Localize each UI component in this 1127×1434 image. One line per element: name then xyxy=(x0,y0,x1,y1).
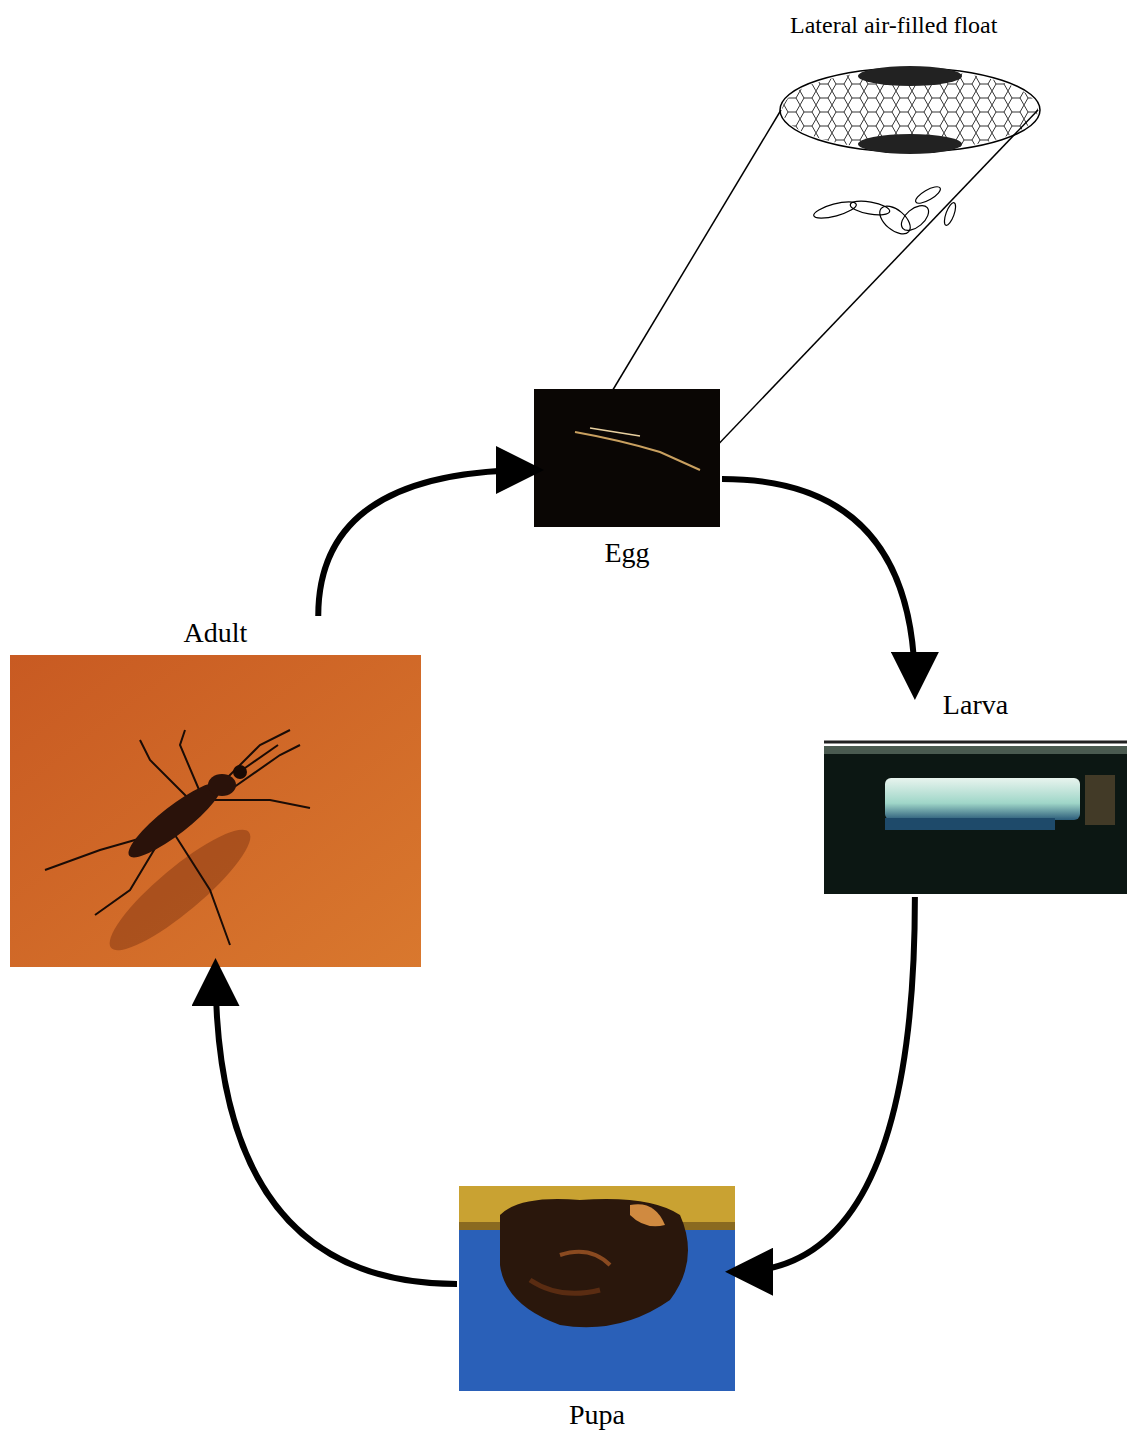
part-label: Lateral air-filled float xyxy=(790,12,997,38)
cycle-arrow xyxy=(737,897,915,1272)
leader-line xyxy=(688,110,1038,476)
stage-label: Adult xyxy=(184,618,248,649)
cycle-arrow xyxy=(216,970,458,1284)
egg-photo xyxy=(534,389,720,527)
pupa-stage: Pupa xyxy=(459,1186,735,1431)
stage-label: Pupa xyxy=(569,1400,625,1431)
stage-label: Larva xyxy=(943,690,1008,721)
egg-float-drawing xyxy=(780,66,1040,239)
stage-label: Egg xyxy=(604,538,649,569)
pupa-photo xyxy=(459,1186,735,1391)
larva-photo xyxy=(824,742,1127,894)
cycle-arrow xyxy=(318,470,532,616)
adult-stage: Adult xyxy=(10,618,421,968)
larva-stage: Larva xyxy=(824,690,1127,895)
adult-photo xyxy=(10,655,421,967)
egg-stage: Egg xyxy=(534,389,720,569)
cycle-arrow xyxy=(722,479,915,688)
leader-line xyxy=(608,110,781,398)
